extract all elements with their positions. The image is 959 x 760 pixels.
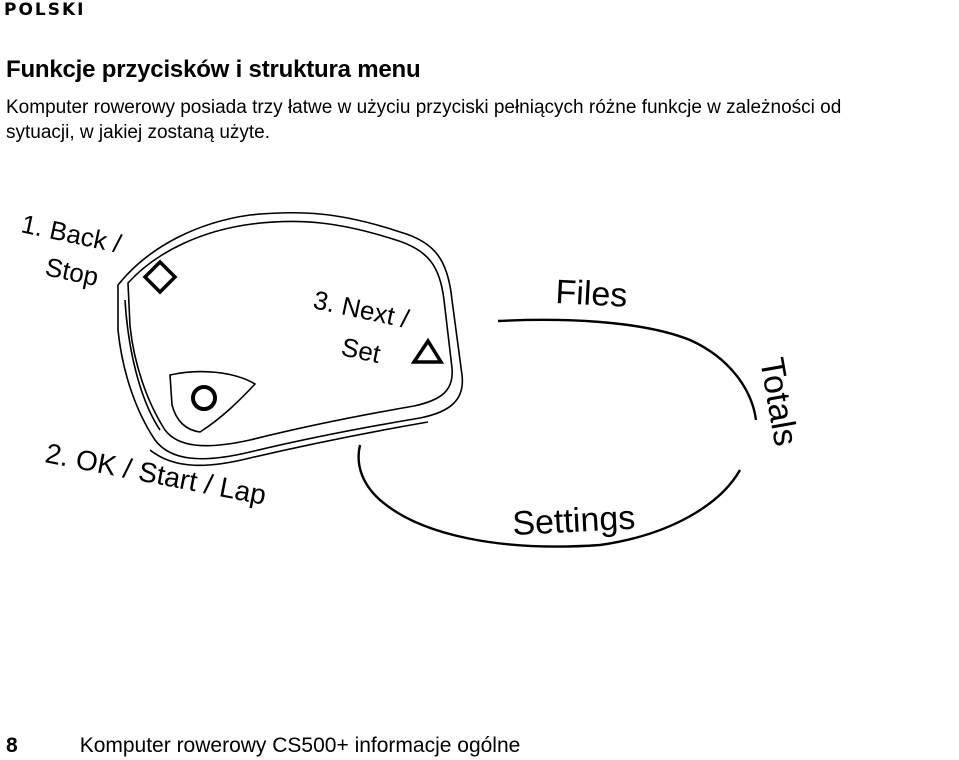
menu-cycle-arc-top [497, 318, 758, 421]
back-stop-label-2: Stop [43, 252, 102, 292]
menu-settings-label: Settings [511, 499, 636, 543]
page-number: 8 [6, 734, 18, 757]
menu-totals-label: Totals [752, 355, 805, 449]
bike-computer-device [117, 211, 464, 467]
circle-icon[interactable] [191, 385, 217, 411]
menu-files-label: Files [555, 273, 629, 315]
section-title: Funkcje przycisków i struktura menu [6, 56, 421, 83]
triangle-icon[interactable] [410, 337, 445, 364]
page-footer: 8 Komputer rowerowy CS500+ informacje ogó… [6, 734, 520, 758]
back-stop-label-1: 1. Back / [19, 209, 125, 260]
paragraph-line-2: sytuacji, w jakiej zostaną użyte. [6, 122, 271, 143]
paragraph-line-1: Komputer rowerowy posiada trzy łatwe w u… [6, 97, 842, 118]
language-header: POLSKI [4, 0, 86, 20]
intro-paragraph: Komputer rowerowy posiada trzy łatwe w u… [6, 95, 956, 145]
menu-cycle-arc-bottom [357, 444, 742, 548]
diamond-icon[interactable] [142, 259, 178, 295]
device-menu-figure: 1. Back / Stop 3. Next / Set 2. OK / Sta… [19, 209, 805, 548]
device-bottom-rim [124, 299, 429, 467]
footer-text: Komputer rowerowy CS500+ informacje ogól… [79, 734, 521, 757]
